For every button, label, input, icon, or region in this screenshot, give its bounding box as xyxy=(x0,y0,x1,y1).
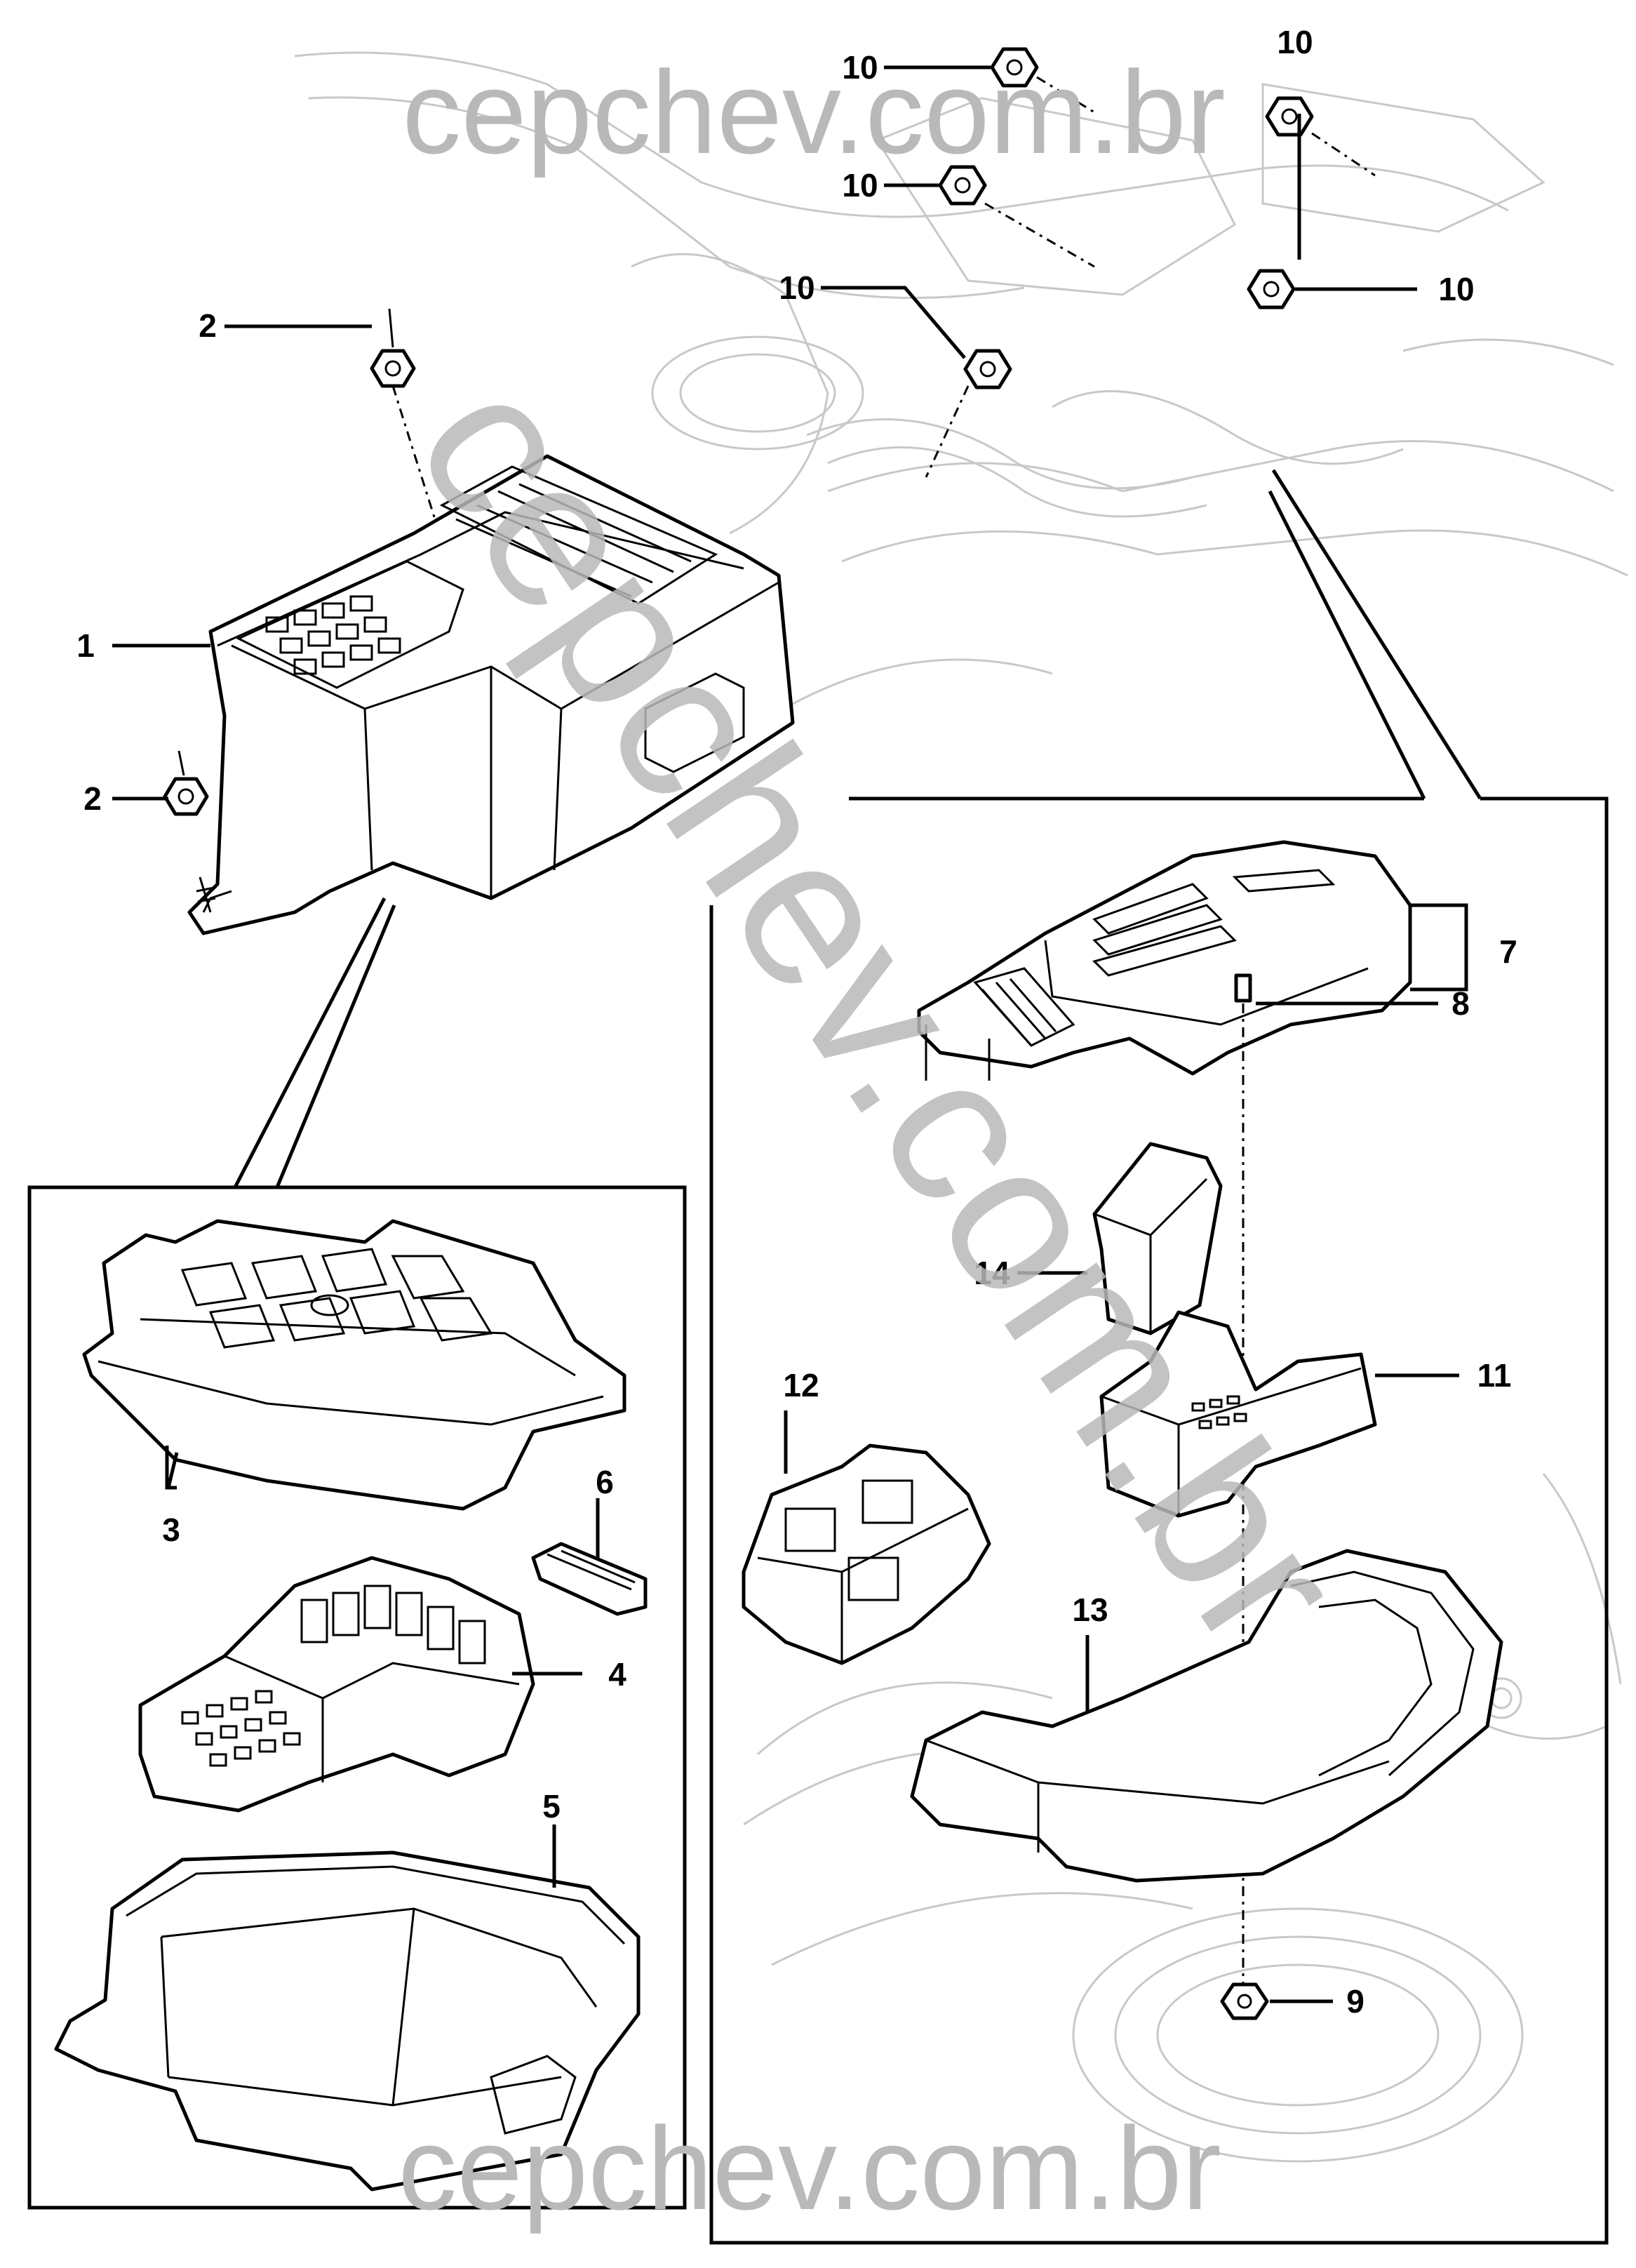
callout-6: 6 xyxy=(596,1464,614,1500)
callout-14: 14 xyxy=(974,1255,1010,1291)
bottom-bracket xyxy=(910,1549,1503,1883)
callout-8: 8 xyxy=(1451,985,1470,1022)
nut-10-e xyxy=(925,349,1012,478)
callout-12: 12 xyxy=(783,1367,819,1403)
callout-2-top: 2 xyxy=(199,307,217,344)
screw-8 xyxy=(1234,973,1252,2000)
nut-9 xyxy=(1220,1982,1269,2020)
callout-4: 4 xyxy=(608,1656,626,1693)
nut-10-c xyxy=(938,165,1095,268)
callout-10-a: 10 xyxy=(842,49,878,86)
watermark-top: cepchev.com.br xyxy=(402,46,1225,178)
callout-3: 3 xyxy=(162,1512,180,1548)
callout-10-d: 10 xyxy=(1438,271,1474,307)
lower-tray xyxy=(54,1850,641,2192)
fuse-holder xyxy=(138,1556,535,1813)
nut-2-bottom xyxy=(163,750,216,913)
nut-10-d xyxy=(1247,269,1296,309)
callout-1: 1 xyxy=(76,627,95,664)
callout-2-bottom: 2 xyxy=(83,780,102,817)
fuse-box-cover xyxy=(82,1219,626,1511)
callout-11: 11 xyxy=(1477,1357,1512,1394)
callout-10-b: 10 xyxy=(1277,24,1313,60)
leader-lines xyxy=(112,65,1468,2003)
callout-9: 9 xyxy=(1346,1983,1365,2020)
watermark-bottom: cepchev.com.br xyxy=(398,2102,1221,2234)
callout-labels: 1 2 2 3 4 5 6 7 8 9 10 10 10 10 10 11 12… xyxy=(76,24,1517,2020)
relay-module xyxy=(1092,1142,1223,1335)
callout-10-e: 10 xyxy=(779,269,814,306)
nut-2-top xyxy=(370,308,436,520)
callout-10-c: 10 xyxy=(842,167,878,204)
right-detail-frame xyxy=(709,469,1609,2245)
callout-5: 5 xyxy=(542,1788,561,1825)
fuse-box-assembly xyxy=(187,454,795,935)
relay-clip xyxy=(531,1542,648,1616)
callout-7: 7 xyxy=(1499,933,1517,970)
upper-cover xyxy=(917,840,1412,1081)
nut-10-a xyxy=(990,47,1095,114)
left-detail-frame xyxy=(27,897,687,2210)
connector-housing xyxy=(1099,1310,1377,1518)
relay-block xyxy=(742,1443,991,1665)
nut-10-b xyxy=(1265,96,1376,177)
callout-13: 13 xyxy=(1072,1592,1108,1628)
